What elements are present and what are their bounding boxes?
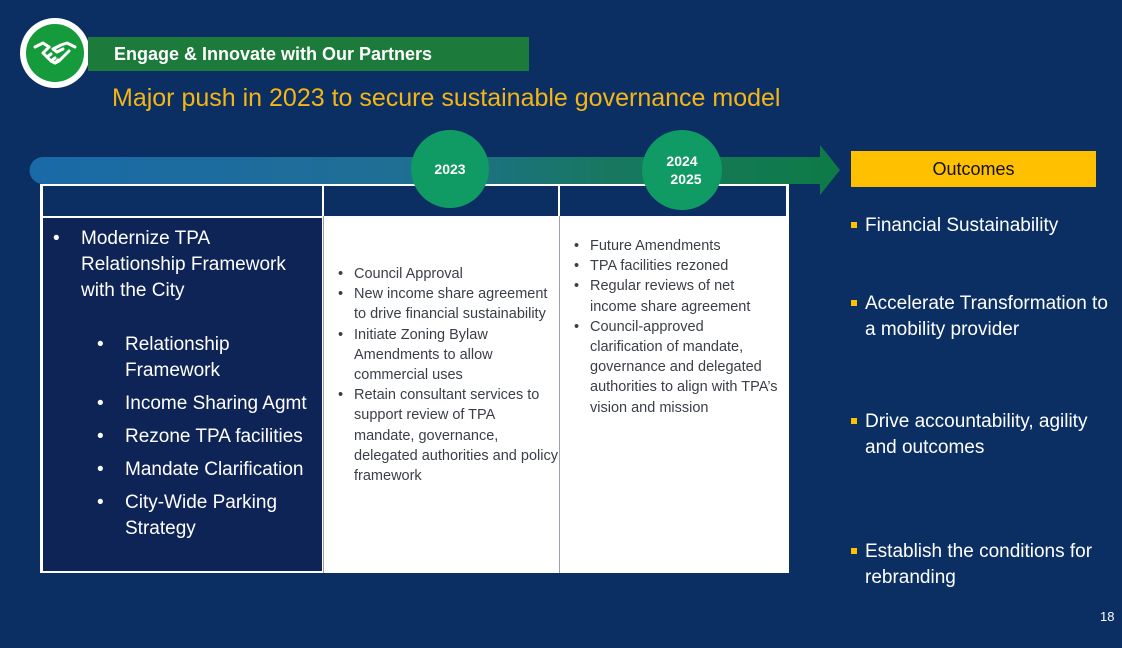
year-2023-marker: 2023 [411, 130, 489, 208]
handshake-icon [26, 24, 84, 82]
page-headline: Major push in 2023 to secure sustainable… [112, 84, 781, 112]
page-number: 18 [1100, 609, 1115, 624]
title-banner: Engage & Innovate with Our Partners [88, 37, 529, 71]
column-divider [559, 216, 560, 573]
list-item: Initiate Zoning Bylaw Amendments to allo… [338, 325, 558, 386]
outcomes-title: Outcomes [932, 158, 1015, 179]
outcomes-header: Outcomes [851, 151, 1096, 187]
list-item: Retain consultant services to support re… [338, 385, 558, 486]
list-item: City-Wide Parking Strategy [97, 490, 322, 542]
list-item: Future Amendments [574, 236, 779, 256]
column-2023-actions: Council Approval New income share agreem… [338, 264, 558, 486]
logo [20, 18, 90, 88]
year-label: 2024 [666, 153, 698, 169]
list-item: Income Sharing Agmt [97, 391, 322, 417]
outcome-item: Financial Sustainability [851, 213, 1116, 239]
year-2024-2025-marker: 2024 2025 [642, 130, 722, 210]
column-2024-2025-actions: Future Amendments TPA facilities rezoned… [574, 236, 779, 418]
table-header-cell [43, 186, 322, 216]
outcome-item: Drive accountability, agility and outcom… [851, 409, 1116, 461]
outcome-item: Accelerate Transformation to a mobility … [851, 291, 1116, 343]
list-item: Council Approval [338, 264, 558, 284]
list-item: Mandate Clarification [97, 457, 322, 483]
priority-sub-list: Relationship Framework Income Sharing Ag… [97, 332, 322, 549]
banner-title: Engage & Innovate with Our Partners [114, 44, 433, 64]
column-priorities: Modernize TPA Relationship Framework wit… [43, 218, 322, 571]
list-item: Modernize TPA Relationship Framework wit… [53, 226, 313, 304]
priority-main-list: Modernize TPA Relationship Framework wit… [53, 226, 313, 304]
column-divider [323, 216, 324, 573]
outcome-item: Establish the conditions for rebranding [851, 539, 1116, 591]
list-item: Regular reviews of net income share agre… [574, 276, 779, 316]
year-label: 2023 [434, 161, 466, 177]
year-label: 2025 [670, 171, 702, 187]
list-item: Rezone TPA facilities [97, 424, 322, 450]
list-item: Council-approved clarification of mandat… [574, 317, 779, 418]
list-item: TPA facilities rezoned [574, 256, 779, 276]
outcomes-list: Financial Sustainability Accelerate Tran… [851, 213, 1116, 588]
initiatives-table: Modernize TPA Relationship Framework wit… [40, 184, 789, 573]
list-item: New income share agreement to drive fina… [338, 284, 558, 324]
list-item: Relationship Framework [97, 332, 322, 384]
